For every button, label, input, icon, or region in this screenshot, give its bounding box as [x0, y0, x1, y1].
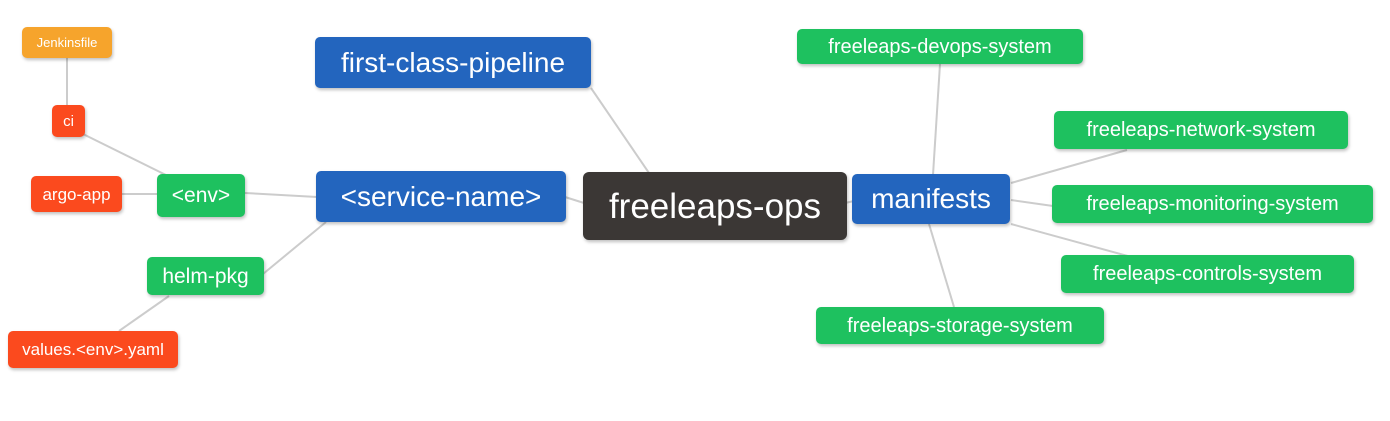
- edge-env-service-name: [244, 192, 318, 198]
- node-helm-pkg[interactable]: helm-pkg: [147, 257, 264, 295]
- node-ci[interactable]: ci: [52, 105, 85, 137]
- node-service-name[interactable]: <service-name>: [316, 171, 566, 222]
- edge-manifests-storage-system: [928, 223, 955, 308]
- node-freeleaps-storage-system[interactable]: freeleaps-storage-system: [816, 307, 1104, 344]
- node-manifests[interactable]: manifests: [852, 174, 1010, 224]
- node-freeleaps-devops-system[interactable]: freeleaps-devops-system: [797, 29, 1083, 64]
- node-argo-app[interactable]: argo-app: [31, 176, 122, 212]
- edge-helm-pkg-service-name: [262, 221, 327, 275]
- node-freeleaps-monitoring-system[interactable]: freeleaps-monitoring-system: [1052, 185, 1373, 223]
- edge-ci-env: [82, 133, 173, 179]
- edge-manifests-network-system: [1010, 149, 1128, 184]
- node-env[interactable]: <env>: [157, 174, 245, 217]
- node-freeleaps-ops-root[interactable]: freeleaps-ops: [583, 172, 847, 240]
- edge-manifests-monitoring-system: [1010, 199, 1054, 207]
- node-values-env-yaml[interactable]: values.<env>.yaml: [8, 331, 178, 368]
- node-first-class-pipeline[interactable]: first-class-pipeline: [315, 37, 591, 88]
- node-freeleaps-controls-system[interactable]: freeleaps-controls-system: [1061, 255, 1354, 293]
- node-jenkinsfile[interactable]: Jenkinsfile: [22, 27, 112, 58]
- edge-service-name-freeleaps-ops: [564, 196, 585, 204]
- edge-values-yaml-helm-pkg: [118, 295, 170, 332]
- edge-manifests-devops-system: [932, 63, 941, 176]
- edge-pipeline-freeleaps-ops: [590, 87, 650, 174]
- node-freeleaps-network-system[interactable]: freeleaps-network-system: [1054, 111, 1348, 149]
- edge-manifests-controls-system: [1010, 223, 1136, 259]
